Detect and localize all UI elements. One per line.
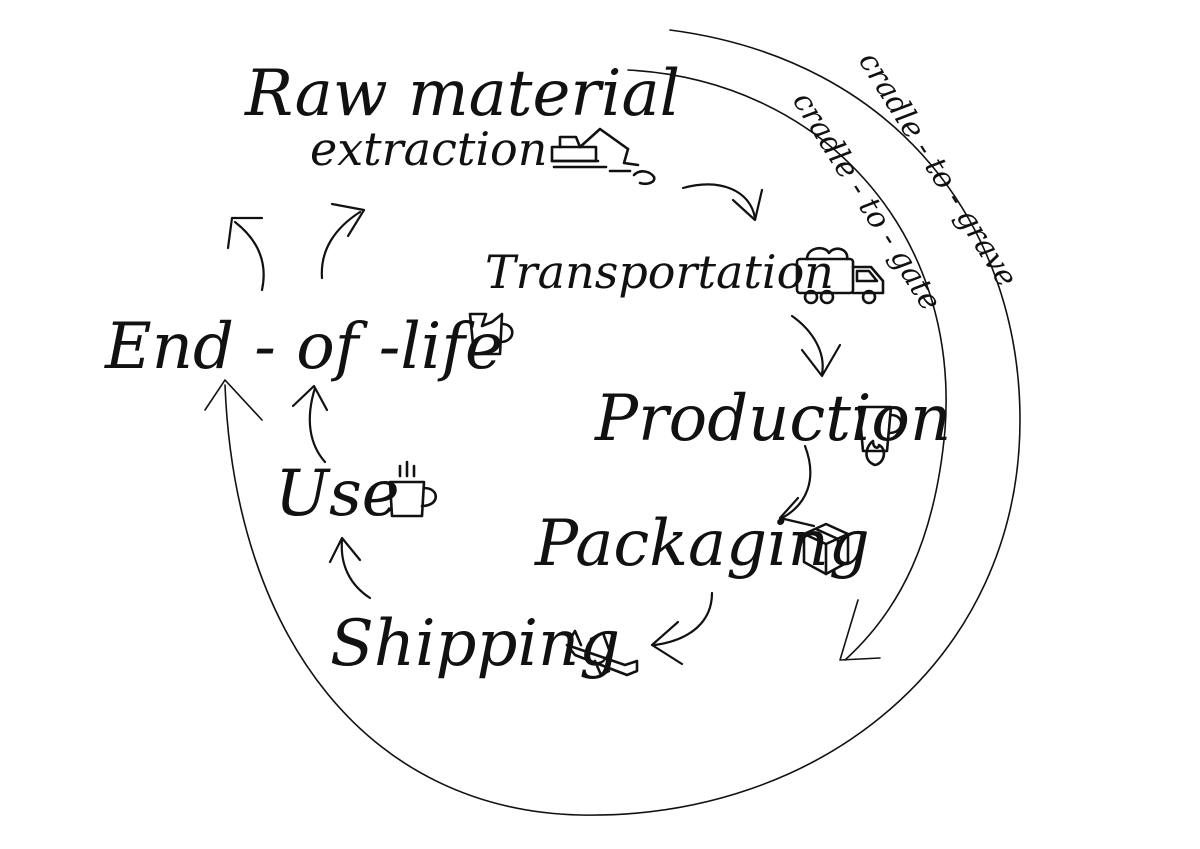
arrow-transport-to-production xyxy=(790,314,824,376)
transportation-label: Transportation xyxy=(485,245,834,299)
cradle-to-gate-arrowhead xyxy=(839,599,881,661)
extraction-label: extraction xyxy=(310,122,547,176)
burning-cup-icon xyxy=(857,405,903,467)
arrow-raw-to-transport xyxy=(681,183,757,220)
excavator-icon xyxy=(550,127,656,186)
truck-icon xyxy=(795,246,885,305)
arrow-eol-up-left xyxy=(233,220,265,292)
arrow-eol-up-right-head xyxy=(330,202,366,238)
broken-cup-icon xyxy=(468,312,514,356)
shipping-label: Shipping xyxy=(330,607,620,681)
use-label: Use xyxy=(275,457,400,531)
hot-cup-icon xyxy=(388,460,438,518)
arrow-production-to-packaging-head xyxy=(778,496,816,528)
airplane-icon xyxy=(565,629,639,677)
cradle-to-grave-arrowhead xyxy=(204,379,263,421)
arrow-raw-to-transport-head xyxy=(731,188,764,222)
arrow-packaging-to-shipping xyxy=(653,591,714,647)
end-of-life-label: End - of -life xyxy=(104,310,503,384)
arrow-eol-up-right xyxy=(320,210,362,280)
box-icon xyxy=(802,522,850,576)
cradle-to-grave-arc xyxy=(224,29,1021,816)
production-label: Production xyxy=(594,382,951,456)
raw-material-label: Raw material xyxy=(244,57,680,131)
cradle-to-gate-arc xyxy=(627,69,947,661)
cradle-to-grave-label: cradle - to - grave xyxy=(851,46,1024,294)
arrow-packaging-to-shipping-head xyxy=(650,620,684,666)
arrow-eol-up-left-head xyxy=(226,216,264,250)
arrow-shipping-to-use xyxy=(340,538,372,600)
arrow-transport-to-production-head xyxy=(800,343,842,378)
arrow-shipping-to-use-head xyxy=(328,536,362,564)
arrow-use-to-eol-head xyxy=(291,384,329,412)
arrow-production-to-packaging xyxy=(780,444,812,520)
arrow-use-to-eol xyxy=(308,386,327,464)
